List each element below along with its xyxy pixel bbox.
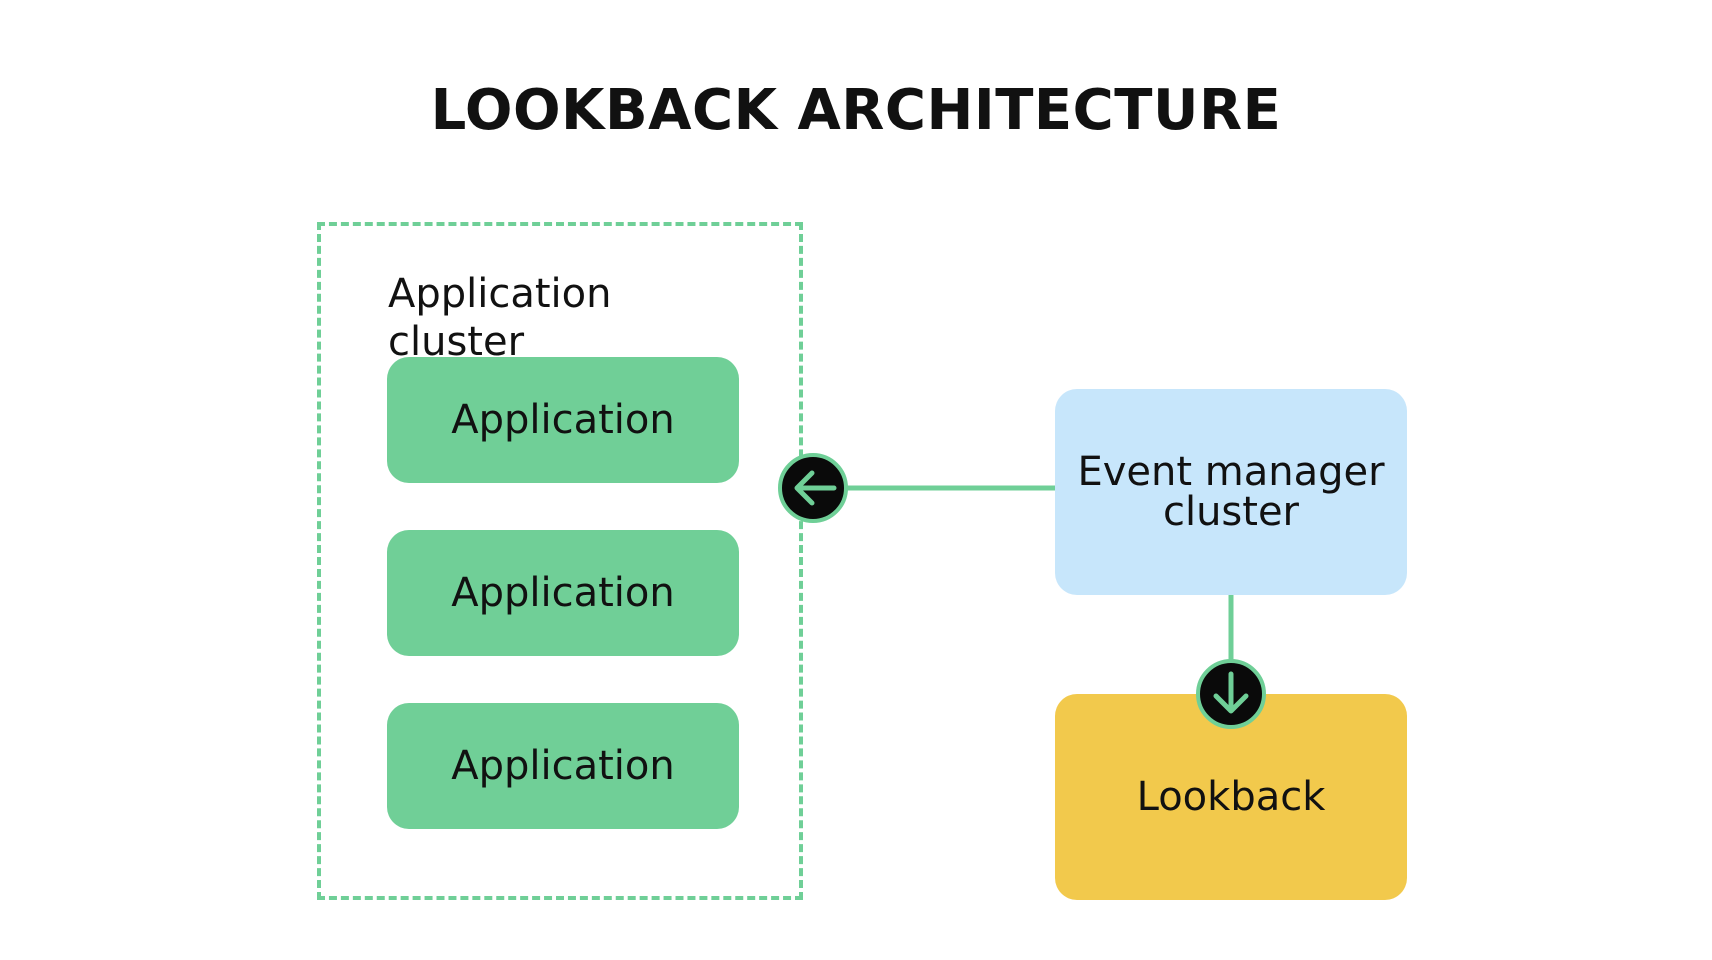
event-manager-cluster-label: Event manager cluster [1077, 449, 1385, 535]
application-cluster-label: Application cluster [388, 271, 612, 365]
application-node-label: Application [451, 743, 675, 789]
diagram-title: LOOKBACK ARCHITECTURE [430, 78, 1282, 143]
application-cluster-boundary [317, 222, 803, 900]
application-node-1: Application [387, 357, 739, 483]
application-node-label: Application [451, 397, 675, 443]
lookback-label: Lookback [1136, 774, 1326, 820]
application-node-label: Application [451, 570, 675, 616]
application-node-3: Application [387, 703, 739, 829]
lookback-node: Lookback [1055, 694, 1407, 900]
event-manager-cluster-node: Event manager cluster [1055, 389, 1407, 595]
application-node-2: Application [387, 530, 739, 656]
